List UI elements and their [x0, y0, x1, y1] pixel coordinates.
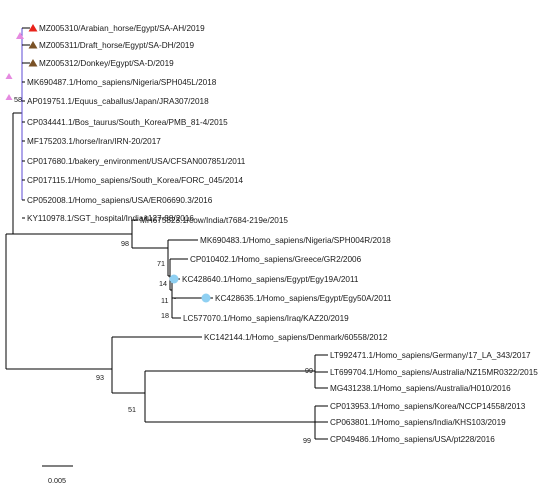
leaf-label: MK690487.1/Homo_sapiens/Nigeria/SPH045L/…	[27, 78, 217, 87]
leaf-label: MH675823.1/cow/India/t7684-219e/2015	[140, 216, 288, 225]
bootstrap-value: 98	[121, 239, 129, 248]
leaf-label: LC577070.1/Homo_sapiens/Iraq/KAZ20/2019	[183, 314, 349, 323]
leaf-label: CP034441.1/Bos_taurus/South_Korea/PMB_81…	[27, 118, 228, 127]
bootstrap-value: 99	[305, 366, 313, 375]
leaf-label: KC142144.1/Homo_sapiens/Denmark/60558/20…	[204, 333, 388, 342]
leaf-label: MK690483.1/Homo_sapiens/Nigeria/SPH004R/…	[200, 236, 391, 245]
branches	[5, 27, 328, 467]
leaf-label: KC428635.1/Homo_sapiens/Egypt/Egy50A/201…	[215, 294, 392, 303]
bootstrap-value: 11	[161, 296, 168, 305]
leaf-label: LT992471.1/Homo_sapiens/Germany/17_LA_34…	[330, 351, 531, 360]
brown-triangle-marker	[28, 59, 38, 67]
leaf-label: CP017115.1/Homo_sapiens/South_Korea/FORC…	[27, 176, 243, 185]
leaf-label: KC428640.1/Homo_sapiens/Egypt/Egy19A/201…	[182, 275, 359, 284]
leaf-label: CP063801.1/Homo_sapiens/India/KHS103/201…	[330, 418, 506, 427]
leaf-label: MF175203.1/horse/Iran/IRN-20/2017	[27, 137, 161, 146]
leaf-label: CP010402.1/Homo_sapiens/Greece/GR2/2006	[190, 255, 362, 264]
leaf-labels: MZ005310/Arabian_horse/Egypt/SA-AH/2019 …	[27, 24, 538, 444]
bootstrap-value: 99	[303, 436, 311, 445]
leaf-label: CP049486.1/Homo_sapiens/USA/pt228/2016	[330, 435, 495, 444]
bootstrap-value: 58	[14, 95, 22, 104]
leaf-label: MZ005310/Arabian_horse/Egypt/SA-AH/2019	[39, 24, 205, 33]
scale-bar-label: 0.005	[48, 476, 66, 485]
leaf-label: CP013953.1/Homo_sapiens/Korea/NCCP14558/…	[330, 402, 526, 411]
red-triangle-marker	[28, 24, 38, 32]
leaf-label: AP019751.1/Equus_caballus/Japan/JRA307/2…	[27, 97, 209, 106]
leaf-label: MG431238.1/Homo_sapiens/Australia/H010/2…	[330, 384, 511, 393]
bootstrap-value: 51	[128, 405, 136, 414]
brown-triangle-marker	[28, 41, 38, 49]
markers	[5, 24, 211, 303]
leaf-label: LT699704.1/Homo_sapiens/Australia/NZ15MR…	[330, 368, 538, 377]
blue-circle-marker	[201, 293, 211, 303]
leaf-label: MZ005312/Donkey/Egypt/SA-D/2019	[39, 59, 174, 68]
leaf-label: MZ005311/Draft_horse/Egypt/SA-DH/2019	[39, 41, 194, 50]
bootstrap-value: 14	[159, 279, 167, 288]
bootstrap-value: 18	[161, 311, 169, 320]
magenta-triangle-marker	[5, 94, 13, 100]
leaf-label: KY110978.1/SGT_hospital/India/t127-88/20…	[27, 214, 194, 223]
leaf-label: CP052008.1/Homo_sapiens/USA/ER06690.3/20…	[27, 196, 213, 205]
bootstrap-labels: 58 98 71 14 11 18 93 99 51 99	[14, 95, 313, 445]
magenta-triangle-marker	[16, 32, 24, 39]
blue-circle-marker	[169, 274, 179, 284]
bootstrap-value: 71	[157, 259, 165, 268]
magenta-triangle-marker	[5, 73, 13, 79]
bootstrap-value: 93	[96, 373, 104, 382]
leaf-label: CP017680.1/bakery_environment/USA/CFSAN0…	[27, 157, 246, 166]
